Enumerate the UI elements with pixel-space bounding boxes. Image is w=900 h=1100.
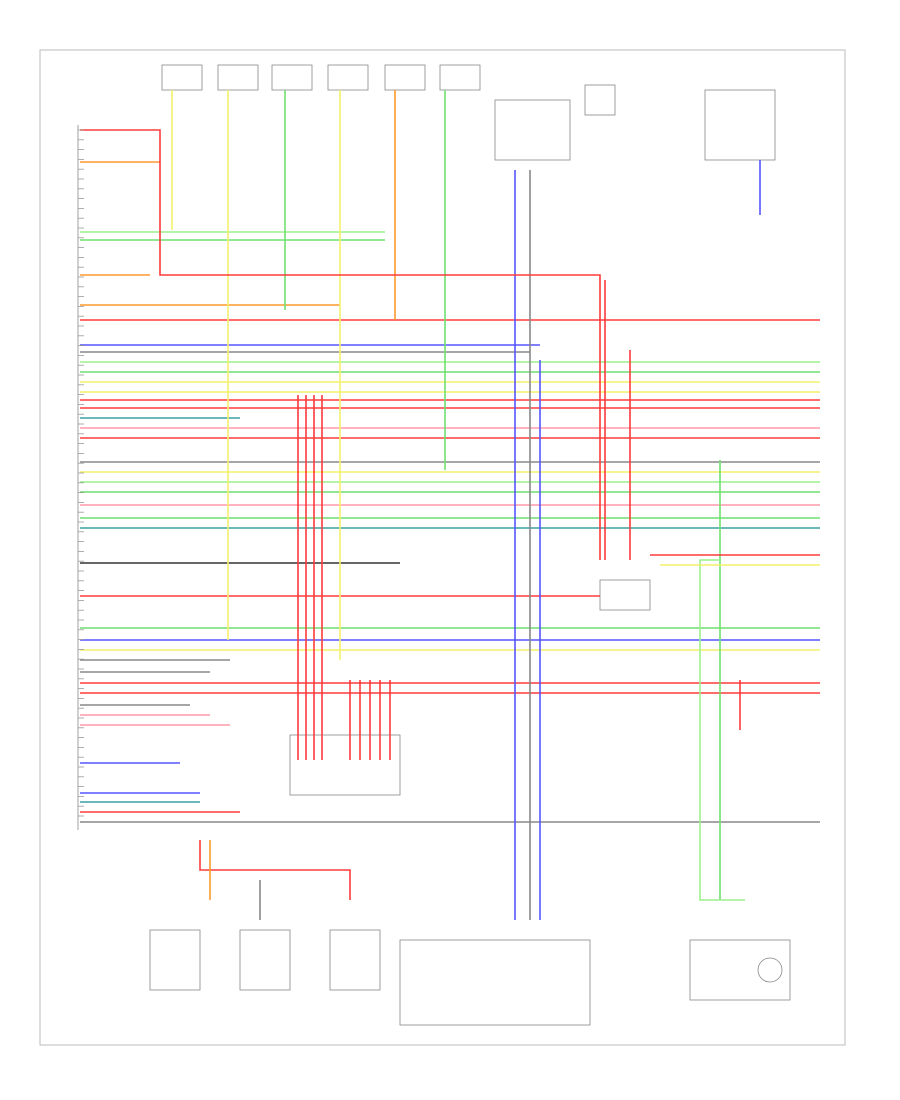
component-outlines: [77, 64, 791, 1026]
wire-sensor: [699, 559, 745, 901]
wires-layer: [80, 90, 820, 920]
wire-main-power: [150, 129, 601, 560]
pins-layer: [78, 129, 84, 817]
wire-coil-feed: [199, 840, 351, 900]
diagram-frame: [39, 49, 846, 1046]
